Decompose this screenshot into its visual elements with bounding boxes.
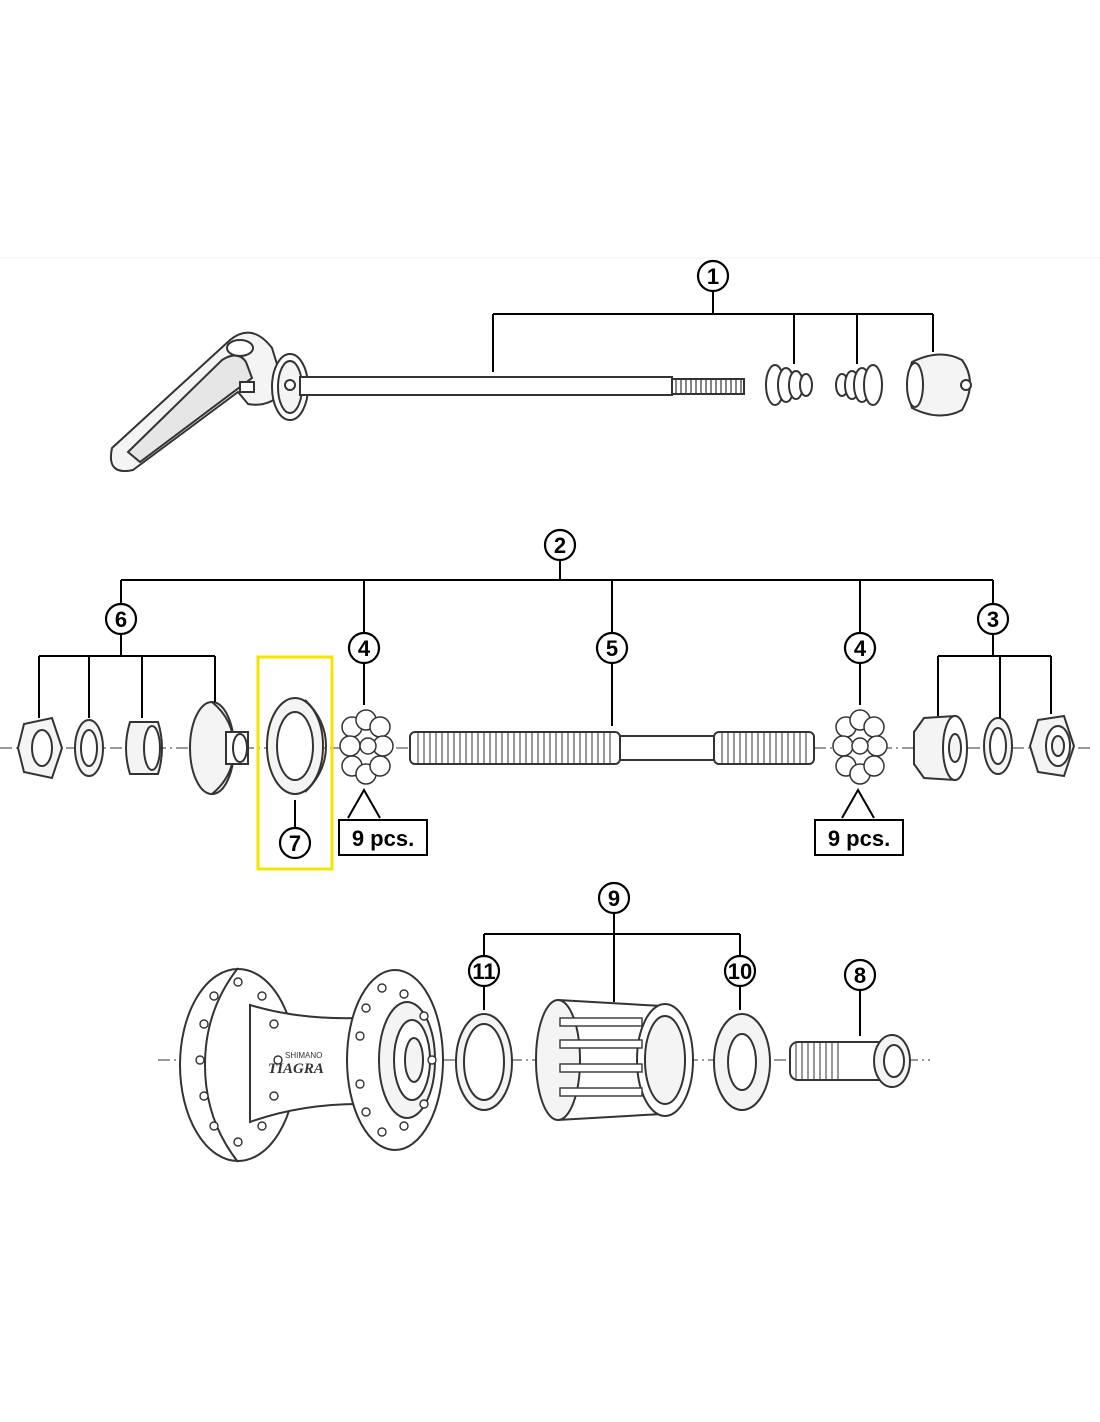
callout-4-right-circle: [843, 631, 877, 665]
callout-6-circle: [104, 602, 138, 636]
callout-7-label: 7: [289, 831, 301, 856]
callout-6[interactable]: 6: [104, 602, 138, 636]
callout-10[interactable]: 10: [723, 954, 757, 988]
callout-11-label: 11: [472, 959, 495, 984]
ball-count-text-right: 9 pcs.: [828, 826, 890, 851]
callout-3-circle: [976, 602, 1010, 636]
callout-10-label: 10: [728, 959, 752, 984]
callout-3-label: 3: [987, 607, 999, 632]
freehub-fixing-bolt: [789, 1034, 911, 1088]
callout-4-right-label: 4: [854, 636, 867, 661]
qr-lever: [110, 331, 287, 472]
freehub-washer: [713, 1013, 771, 1111]
ball-bearings-left: [339, 709, 394, 785]
qr-spring-right: [835, 364, 883, 406]
ball-count-label-left: 9 pcs.: [338, 819, 428, 856]
callout-4-left[interactable]: 4: [347, 631, 381, 665]
callout-4-left-label: 4: [358, 636, 371, 661]
spacer-left: [125, 721, 163, 775]
callout-11[interactable]: 11: [467, 954, 501, 988]
highlight-box-part-7: [256, 655, 334, 871]
qr-skewer-rod: [299, 376, 745, 396]
callout-4-left-circle: [347, 631, 381, 665]
qr-spring-left: [765, 364, 813, 406]
ball-count-box-left: [338, 819, 428, 856]
hub-brand-marking: SHIMANO: [285, 1051, 322, 1060]
callout-1-circle: [696, 259, 730, 293]
callout-9-circle: [597, 881, 631, 915]
lock-nut-right: [1028, 714, 1076, 778]
callout-7-circle: [278, 826, 312, 860]
callout-5-label: 5: [606, 636, 618, 661]
callout-8[interactable]: 8: [843, 958, 877, 992]
cone-right: [913, 714, 968, 782]
callout-1-label: 1: [707, 264, 719, 289]
hub-axle-parts: [16, 697, 1076, 795]
callout-10-circle: [723, 954, 757, 988]
freehub-spacer: [455, 1013, 513, 1111]
callout-1[interactable]: 1: [696, 259, 730, 293]
callout-2-label: 2: [554, 533, 566, 558]
callout-4-right[interactable]: 4: [843, 631, 877, 665]
lock-nut-left: [16, 716, 64, 780]
callout-5[interactable]: 5: [595, 631, 629, 665]
callout-9-label: 9: [608, 886, 620, 911]
leader-lines: [38, 291, 1052, 1036]
ball-count-text-left: 9 pcs.: [352, 826, 414, 851]
callout-2[interactable]: 2: [543, 528, 577, 562]
callout-6-label: 6: [115, 607, 127, 632]
callout-7[interactable]: 7: [278, 826, 312, 860]
qr-adjusting-nut: [906, 353, 972, 417]
washer-left: [74, 719, 104, 777]
callout-2-circle: [543, 528, 577, 562]
hub-model-marking: TIAGRA: [268, 1061, 324, 1077]
callout-8-circle: [843, 958, 877, 992]
qr-lever-washer: [271, 353, 309, 421]
freehub-body: [535, 998, 694, 1122]
hub-axle: [409, 731, 815, 765]
ball-count-label-right: 9 pcs.: [814, 819, 904, 856]
dust-seal: [266, 697, 328, 795]
callout-11-circle: [467, 954, 501, 988]
ball-count-box-right: [814, 819, 904, 856]
cone-left: [189, 701, 249, 795]
callout-3[interactable]: 3: [976, 602, 1010, 636]
freehub-parts: [455, 998, 911, 1122]
quick-release-skewer: [110, 331, 972, 472]
callout-9[interactable]: 9: [597, 881, 631, 915]
washer-right: [983, 717, 1013, 775]
ball-bearings-right: [832, 709, 888, 785]
callout-8-label: 8: [854, 963, 866, 988]
hub-body: [179, 967, 444, 1163]
callout-5-circle: [595, 631, 629, 665]
